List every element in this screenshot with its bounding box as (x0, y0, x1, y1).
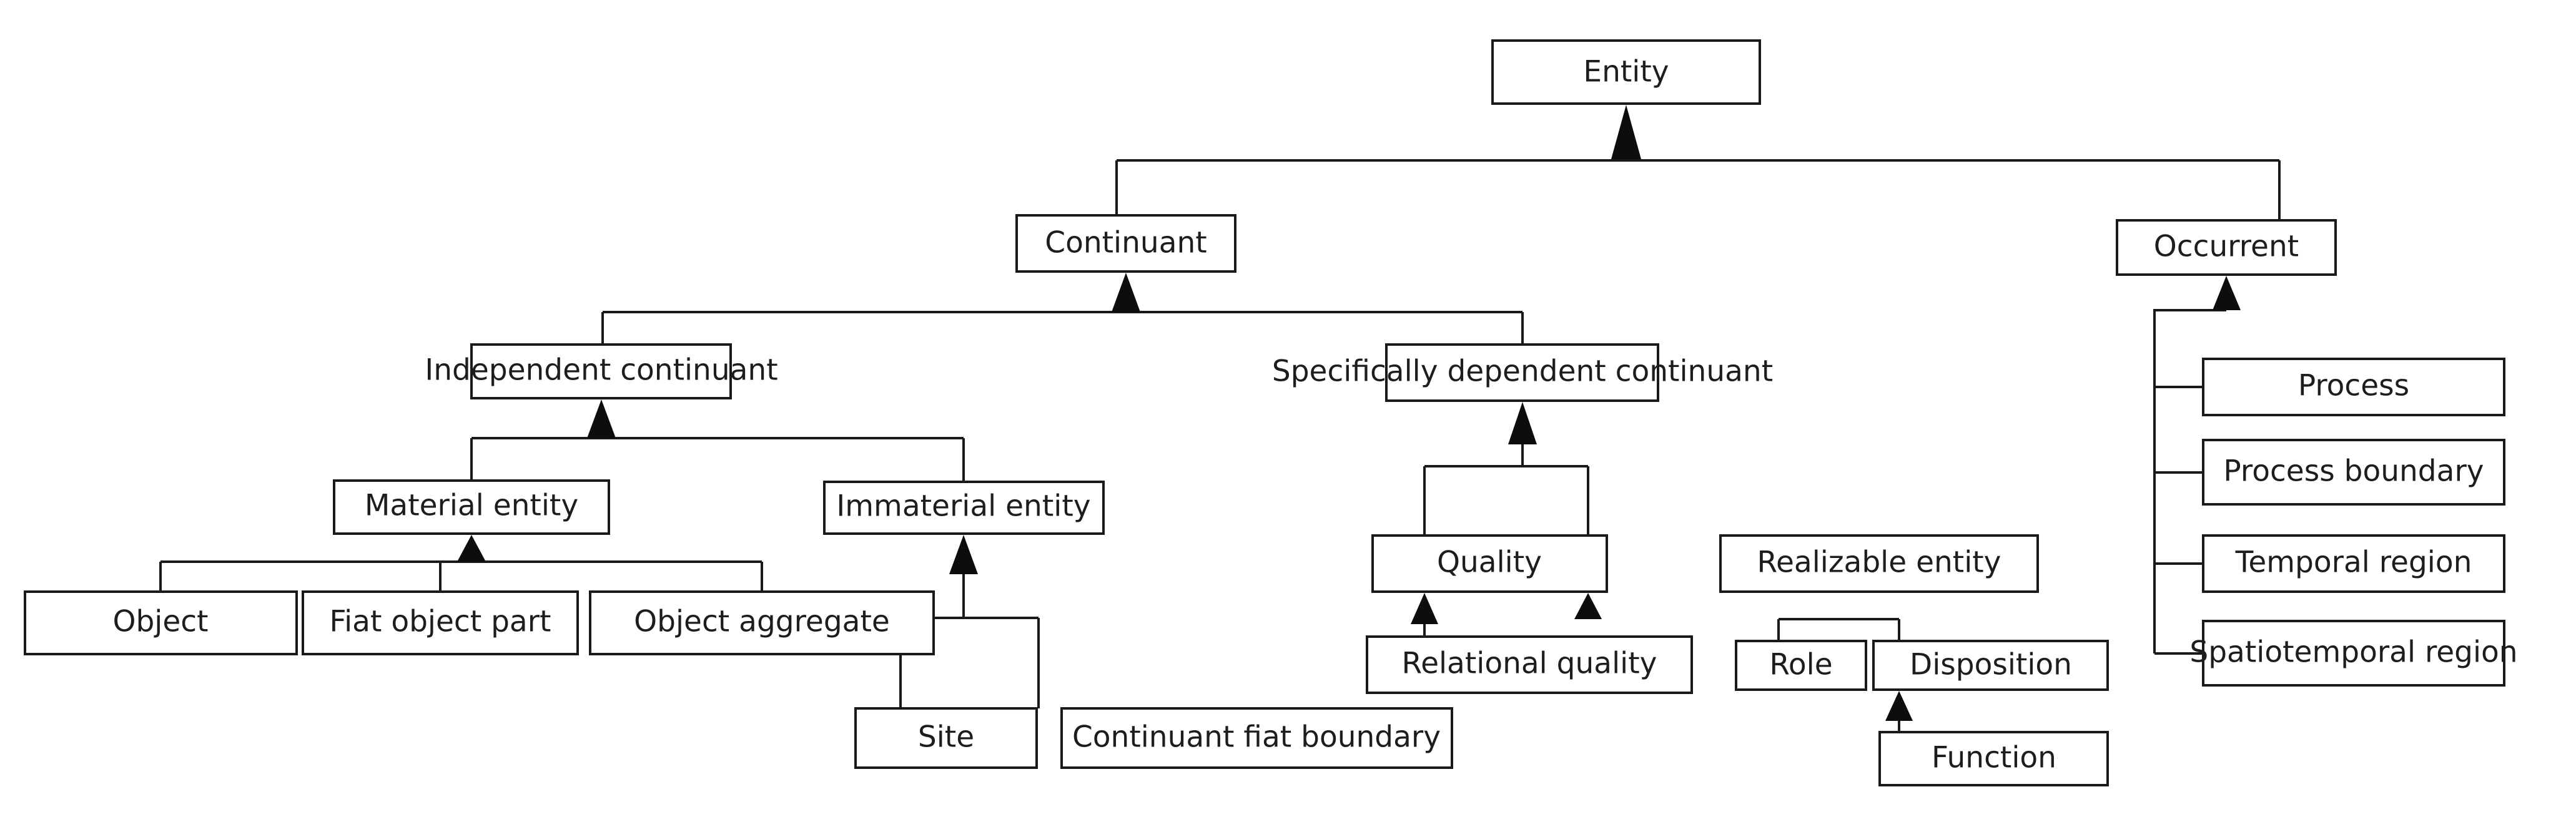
edge-specifically-bus (1423, 412, 1589, 536)
arrow-to-specifically (1508, 402, 1537, 444)
node-material-entity[interactable]: Material entity (333, 479, 610, 535)
node-label-entity: Entity (1583, 55, 1669, 89)
node-label-site: Site (918, 720, 974, 755)
arrow-to-disposition (1885, 691, 1913, 721)
node-label-relational-quality: Relational quality (1402, 647, 1657, 681)
arrow-to-occurrent (2213, 276, 2241, 310)
node-object[interactable]: Object (24, 590, 298, 655)
edge-continuant-bus (601, 284, 1524, 345)
arrow-to-continuant (1112, 273, 1140, 312)
node-fiat-object-part[interactable]: Fiat object part (302, 590, 579, 655)
node-label-function: Function (1932, 741, 2056, 775)
node-label-disposition: Disposition (1910, 648, 2072, 682)
edge-occurrent-trunk (2153, 309, 2226, 655)
node-independent-continuant[interactable]: Independent continuant (425, 343, 778, 399)
node-label-realizable-entity: Realizable entity (1757, 545, 2001, 580)
node-label-independent-continuant: Independent continuant (425, 353, 777, 388)
edge-independent-bus (470, 412, 965, 482)
node-label-specifically-dependent-continuant: Specifically dependent continuant (1272, 355, 1773, 389)
node-label-fiat-object-part: Fiat object part (329, 605, 551, 639)
node-label-process: Process (2298, 369, 2409, 403)
node-occurrent[interactable]: Occurrent (2116, 219, 2337, 276)
nodes-layer: Entity Continuant Occurrent Independent … (24, 39, 2518, 786)
node-disposition[interactable]: Disposition (1872, 640, 2109, 691)
node-label-continuant-fiat-boundary: Continuant fiat boundary (1072, 720, 1441, 755)
node-role[interactable]: Role (1735, 640, 1867, 691)
node-label-continuant: Continuant (1045, 226, 1207, 260)
node-continuant[interactable]: Continuant (1015, 214, 1236, 273)
node-label-spatiotemporal-region: Spatiotemporal region (2189, 635, 2517, 670)
node-function[interactable]: Function (1878, 731, 2109, 786)
arrow-to-independent (587, 399, 616, 438)
node-quality[interactable]: Quality (1371, 534, 1608, 593)
node-label-immaterial-entity: Immaterial entity (836, 489, 1090, 524)
node-label-role: Role (1769, 648, 1832, 682)
arrow-to-material (457, 535, 486, 562)
node-label-quality: Quality (1437, 545, 1542, 580)
node-specifically-dependent-continuant[interactable]: Specifically dependent continuant (1272, 343, 1773, 402)
node-spatiotemporal-region[interactable]: Spatiotemporal region (2189, 620, 2518, 687)
arrow-to-immaterial (949, 535, 978, 574)
arrow-to-entity (1611, 105, 1641, 159)
edge-material-bus (159, 547, 763, 592)
node-relational-quality[interactable]: Relational quality (1366, 635, 1693, 694)
edges-layer (159, 105, 2281, 732)
node-immaterial-entity[interactable]: Immaterial entity (823, 481, 1105, 535)
node-site[interactable]: Site (854, 707, 1038, 769)
node-entity[interactable]: Entity (1491, 39, 1761, 105)
arrow-to-quality (1411, 593, 1438, 624)
node-continuant-fiat-boundary[interactable]: Continuant fiat boundary (1060, 707, 1453, 769)
node-temporal-region[interactable]: Temporal region (2202, 534, 2505, 593)
node-process-boundary[interactable]: Process boundary (2202, 439, 2505, 506)
edge-immaterial-bus (899, 547, 1040, 708)
node-label-object: Object (112, 605, 208, 639)
edge-entity-bus (1115, 159, 2281, 220)
node-label-object-aggregate: Object aggregate (634, 605, 890, 639)
node-label-occurrent: Occurrent (2154, 230, 2299, 264)
node-label-temporal-region: Temporal region (2235, 545, 2472, 580)
node-object-aggregate[interactable]: Object aggregate (589, 590, 935, 655)
node-process[interactable]: Process (2202, 358, 2505, 416)
arrow-to-realizable (1574, 593, 1602, 619)
node-realizable-entity[interactable]: Realizable entity (1719, 534, 2039, 593)
node-label-process-boundary: Process boundary (2223, 454, 2484, 489)
node-label-material-entity: Material entity (365, 489, 578, 523)
